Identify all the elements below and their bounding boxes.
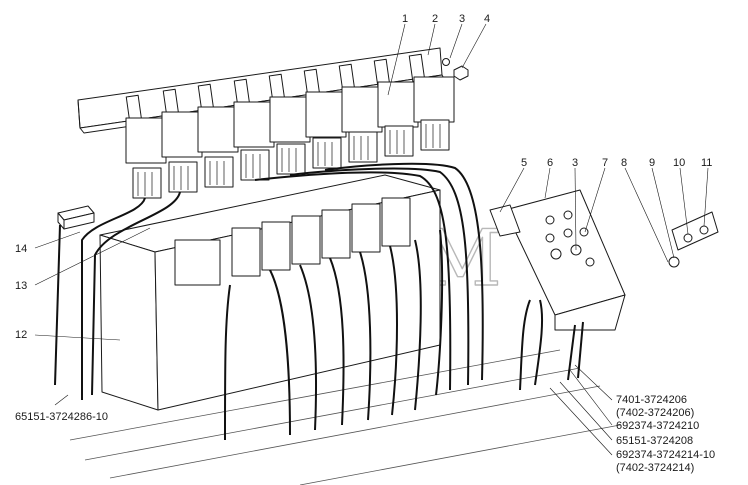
leader-lines — [34, 23, 709, 456]
floor-lines — [69, 349, 621, 485]
part-number-r1: 7401-3724206 — [616, 394, 687, 406]
callout-4: 4 — [484, 13, 490, 25]
callout-5: 5 — [521, 157, 527, 169]
nut — [453, 65, 469, 81]
callout-2: 2 — [432, 13, 438, 25]
part-number-r5: 692374-3724214-10 — [616, 449, 715, 461]
callout-6: 6 — [547, 157, 553, 169]
callout-1: 1 — [402, 13, 408, 25]
callout-10: 10 — [673, 157, 685, 169]
part-number-left: 65151-3724286-10 — [15, 411, 108, 423]
block-connectors — [174, 197, 411, 286]
part-number-r3: 692374-3724210 — [616, 420, 699, 432]
callout-3: 3 — [459, 13, 465, 25]
callout-14: 14 — [15, 243, 27, 255]
bracket-plate — [489, 204, 521, 237]
callout-13: 13 — [15, 280, 27, 292]
part-number-r6: (7402-3724214) — [616, 462, 694, 474]
switch-plate — [668, 211, 719, 268]
callout-3b: 3 — [572, 157, 578, 169]
small-connector — [57, 205, 95, 230]
socket-details — [137, 124, 441, 196]
callout-8: 8 — [621, 157, 627, 169]
part-number-r4: 65151-3724208 — [616, 435, 693, 447]
relays — [125, 76, 455, 164]
module-panel — [504, 189, 626, 331]
callout-11: 11 — [701, 157, 712, 169]
part-number-r2: (7402-3724206) — [616, 407, 694, 419]
callout-9: 9 — [649, 157, 655, 169]
callout-12: 12 — [15, 329, 27, 341]
washer — [442, 58, 450, 66]
callout-7: 7 — [602, 157, 608, 169]
